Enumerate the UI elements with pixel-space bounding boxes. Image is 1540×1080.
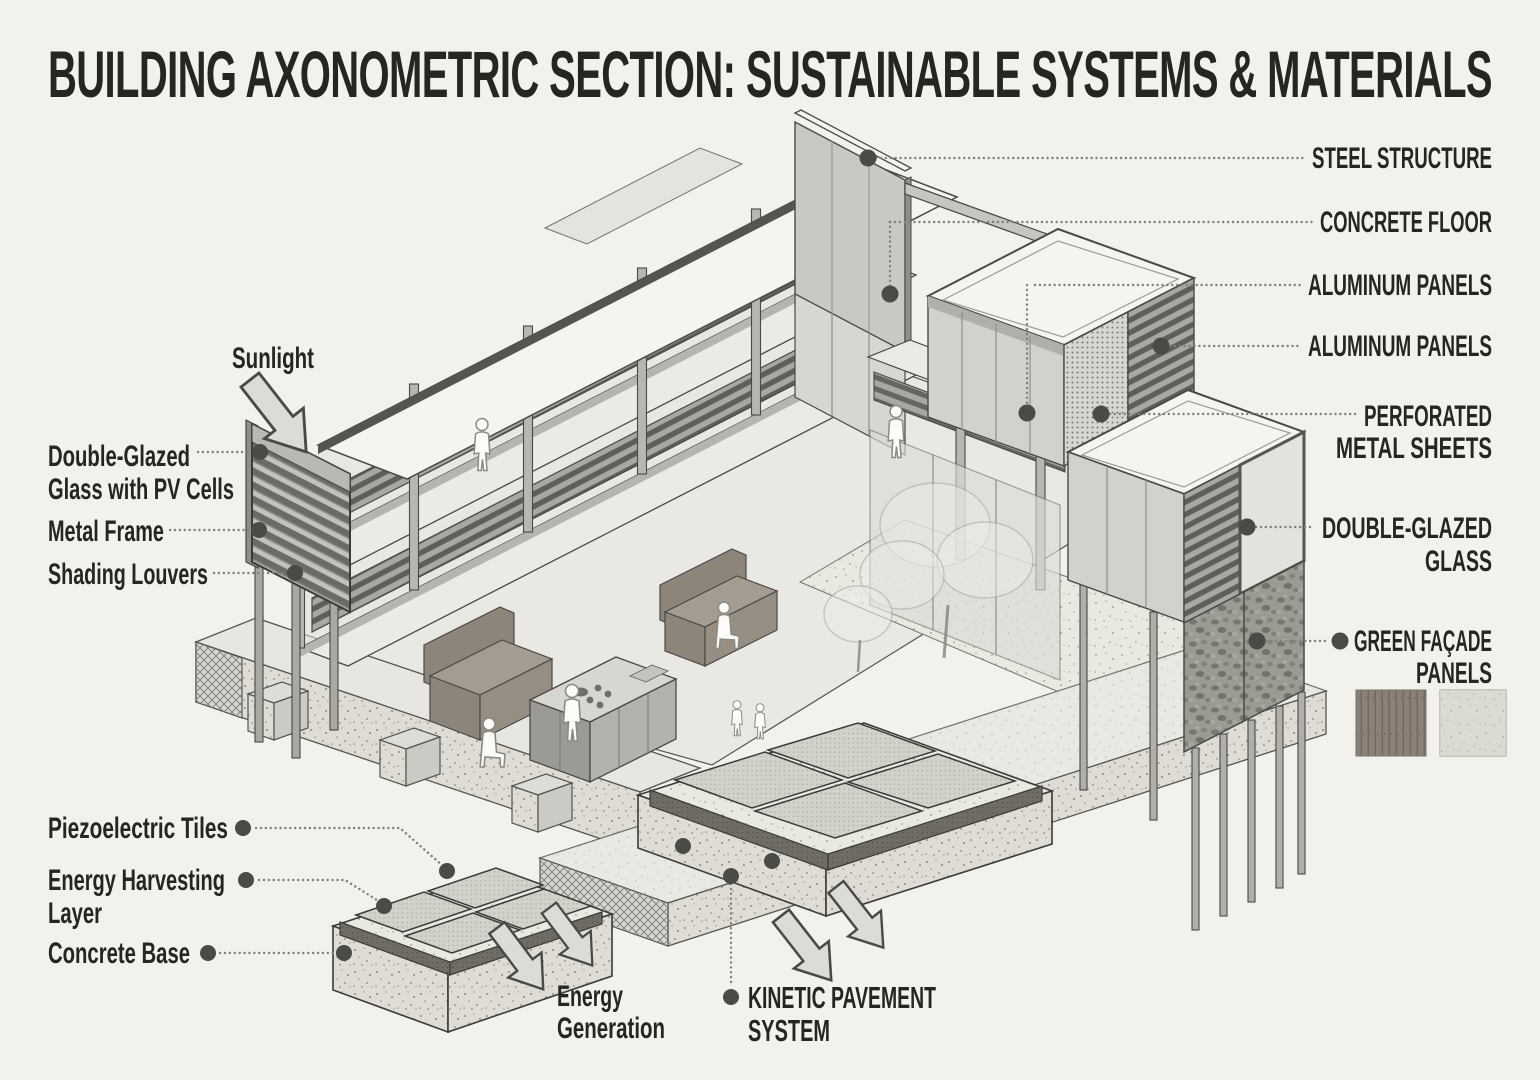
bottom-labels: Energy Generation KINETIC PAVEMENT SYSTE… — [557, 980, 936, 1048]
label-steel-structure: STEEL STRUCTURE — [1312, 142, 1492, 175]
label-energy-generation-line1: Energy — [557, 980, 623, 1013]
steel-structure-wall — [793, 109, 913, 456]
dot-green-facade-panel — [1248, 632, 1266, 650]
bullet-piezoelectric — [235, 820, 251, 836]
label-green-facade-line2: PANELS — [1416, 657, 1492, 690]
dot-steel-structure — [859, 149, 877, 167]
label-metal-frame: Metal Frame — [48, 515, 164, 548]
label-double-glazed-line1: DOUBLE-GLAZED — [1322, 512, 1492, 545]
label-energy-harvesting-line1: Energy Harvesting — [48, 864, 225, 897]
left-labels: Sunlight Double-Glazed Glass with PV Cel… — [48, 342, 314, 970]
energy-harvesting-layer — [827, 785, 1043, 871]
label-aluminum-panels-2: ALUMINUM PANELS — [1308, 330, 1492, 363]
timber-panel-swatch — [1355, 689, 1427, 757]
aluminum-panel-box-upper — [925, 227, 1197, 468]
label-energy-generation-line2: Generation — [557, 1012, 665, 1045]
dot-kinetic-tile — [723, 868, 739, 884]
dot-pv-glass — [252, 444, 268, 460]
concrete-panel-swatch-texture — [1440, 690, 1506, 756]
label-perforated-line2: METAL SHEETS — [1336, 432, 1492, 465]
label-perforated-line1: PERFORATED — [1364, 400, 1492, 433]
label-double-glazed-line2: GLASS — [1425, 545, 1492, 578]
bench — [659, 548, 779, 667]
dot-concrete-base — [336, 945, 352, 961]
label-energy-harvesting-line2: Layer — [48, 897, 102, 930]
right-labels: STEEL STRUCTURE CONCRETE FLOOR ALUMINUM … — [1308, 142, 1492, 690]
dot-piezoelectric-tile — [439, 863, 455, 879]
dot-shading-louvers — [287, 565, 303, 581]
label-pv-glass-line2: Glass with PV Cells — [48, 473, 234, 506]
page-title: BUILDING AXONOMETRIC SECTION: SUSTAINABL… — [48, 37, 1492, 111]
stilt-columns — [1079, 584, 1306, 931]
label-kinetic-line2: SYSTEM — [748, 1013, 830, 1048]
label-green-facade-line1: GREEN FAÇADE — [1354, 625, 1492, 658]
label-pv-glass-line1: Double-Glazed — [48, 440, 190, 473]
leader-lines — [168, 156, 1358, 988]
double-glazed-box-lower — [1065, 388, 1307, 931]
callout-dots — [200, 149, 1349, 1005]
kinetic-tiles — [672, 722, 1018, 839]
sofa — [423, 606, 554, 741]
bullet-energy-harvesting — [238, 872, 254, 888]
dot-kinetic-tile-2 — [764, 853, 780, 869]
kinetic-pavement-system — [635, 722, 1055, 918]
dot-double-glazed — [1238, 518, 1256, 536]
label-kinetic-line1: KINETIC PAVEMENT — [748, 980, 936, 1015]
label-piezoelectric-tiles: Piezoelectric Tiles — [48, 812, 228, 845]
courtyard-trees — [823, 482, 1034, 673]
label-aluminum-panels-1: ALUMINUM PANELS — [1308, 269, 1492, 302]
dot-energy-harvesting — [376, 898, 392, 914]
sink — [628, 664, 670, 683]
label-sunlight: Sunlight — [232, 342, 314, 375]
left-wing-structure — [294, 147, 959, 667]
bullet-kinetic-label — [723, 989, 739, 1005]
bullet-concrete-base — [200, 945, 216, 961]
interior-furniture — [423, 404, 905, 784]
leader-energy-harvesting — [257, 878, 382, 904]
dot-aluminum-2 — [1152, 337, 1170, 355]
label-shading-louvers: Shading Louvers — [48, 558, 208, 591]
bullet-green-facade — [1331, 632, 1349, 650]
dot-concrete-floor — [881, 285, 899, 303]
dot-aluminum-1 — [1018, 404, 1036, 422]
leader-piezoelectric — [254, 826, 445, 868]
piezoelectric-tiles — [353, 867, 594, 954]
dot-kinetic-layer — [675, 838, 691, 854]
material-swatches — [1355, 689, 1507, 757]
dot-perforated — [1092, 405, 1110, 423]
roof-fascia — [318, 163, 868, 454]
pv-louver-assembly — [245, 419, 351, 759]
roof-skylight-strip — [543, 147, 744, 245]
label-concrete-base: Concrete Base — [48, 937, 190, 970]
label-concrete-floor: CONCRETE FLOOR — [1320, 206, 1492, 239]
dot-metal-frame — [251, 522, 267, 538]
